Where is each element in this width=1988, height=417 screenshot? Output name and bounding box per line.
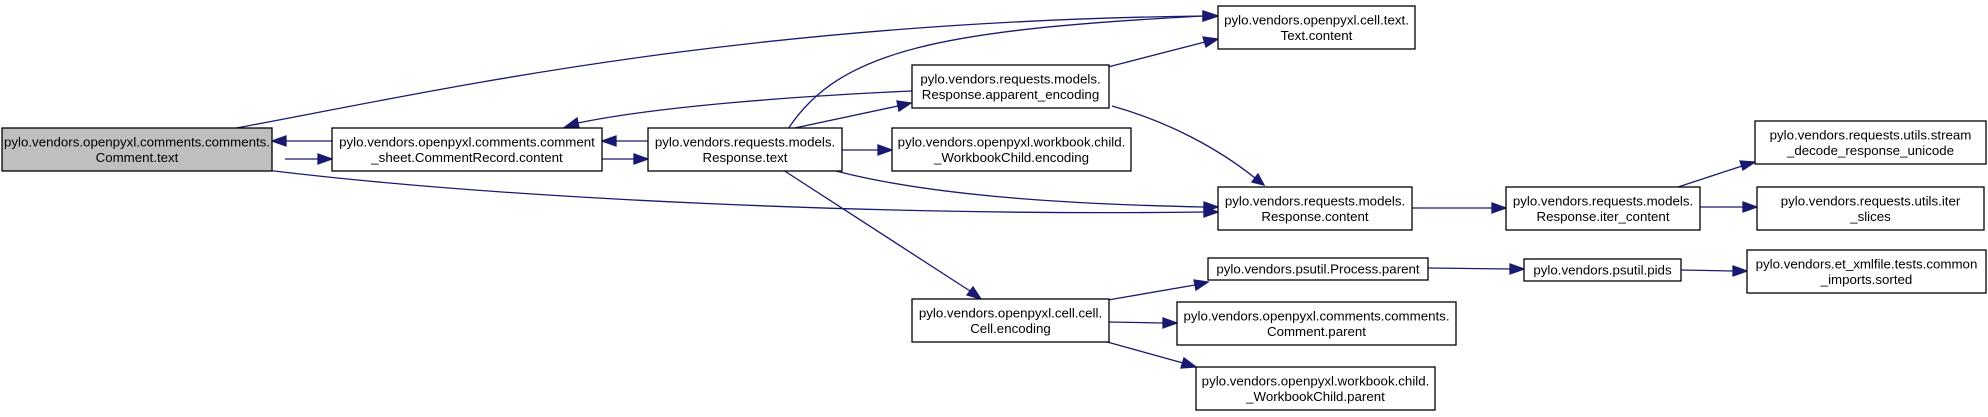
node-box <box>1217 5 1416 50</box>
node-label-line: Response.content <box>1261 209 1368 224</box>
node-label-line: Comment.parent <box>1267 324 1366 339</box>
node-box <box>1756 186 1985 231</box>
edge-response-text-to-response-content <box>824 167 1220 213</box>
node-iter-content[interactable]: pylo.vendors.requests.models.Response.it… <box>1505 186 1701 231</box>
node-layer: pylo.vendors.openpyxl.comments.comments.… <box>1 5 1987 411</box>
edge-response-text-to-text-content <box>787 10 1221 130</box>
node-label-line: pylo.vendors.openpyxl.cell.cell. <box>919 305 1102 320</box>
node-label-line: _WorkbookChild.parent <box>1245 389 1385 404</box>
node-label-line: Response.iter_content <box>1536 209 1669 224</box>
node-label-line: pylo.vendors.requests.models. <box>655 134 835 149</box>
node-label-line: _slices <box>1849 209 1891 224</box>
node-label-line: pylo.vendors.psutil.pids <box>1533 263 1672 278</box>
node-apparent-encoding[interactable]: pylo.vendors.requests.models.Response.ap… <box>911 64 1110 109</box>
edge-response-content-to-iter-content <box>1412 202 1508 214</box>
edge-cell-encoding-to-workbookchild-parent <box>1099 339 1198 369</box>
node-label-line: _decode_response_unicode <box>1786 143 1954 158</box>
node-box <box>1195 366 1436 411</box>
node-commentrecord-content[interactable]: pylo.vendors.openpyxl.comments.comment_s… <box>331 127 603 172</box>
node-label-line: pylo.vendors.openpyxl.comments.comments. <box>4 134 270 149</box>
node-box <box>1217 186 1413 231</box>
node-label-line: _sheet.CommentRecord.content <box>370 150 563 165</box>
node-label-line: _WorkbookChild.encoding <box>933 150 1089 165</box>
edge-psutil-pids-to-sorted <box>1680 265 1749 277</box>
node-box <box>1523 258 1682 282</box>
node-box <box>1746 249 1987 294</box>
node-box <box>647 127 843 172</box>
node-label-line: pylo.vendors.requests.utils.iter <box>1781 193 1961 208</box>
edge-process-parent-to-psutil-pids <box>1427 263 1526 275</box>
node-box <box>331 127 603 172</box>
node-response-text[interactable]: pylo.vendors.requests.models.Response.te… <box>647 127 843 172</box>
node-text-content[interactable]: pylo.vendors.openpyxl.cell.text.Text.con… <box>1217 5 1416 50</box>
node-label-line: pylo.vendors.openpyxl.workbook.child. <box>1202 373 1430 388</box>
node-stream-decode[interactable]: pylo.vendors.requests.utils.stream_decod… <box>1754 120 1987 165</box>
edge-comment-text-to-commentrecord <box>285 153 334 165</box>
node-label-line: Response.apparent_encoding <box>922 87 1099 102</box>
node-box <box>911 64 1110 109</box>
node-label-line: pylo.vendors.et_xmlfile.tests.common <box>1756 256 1978 271</box>
edge-commentrecord-to-response-text <box>602 153 650 165</box>
node-box <box>1176 301 1457 346</box>
node-psutil-pids[interactable]: pylo.vendors.psutil.pids <box>1523 258 1682 282</box>
node-label-line: pylo.vendors.requests.models. <box>1225 193 1405 208</box>
node-cell-encoding[interactable]: pylo.vendors.openpyxl.cell.cell.Cell.enc… <box>911 298 1110 343</box>
node-label-line: pylo.vendors.psutil.Process.parent <box>1216 262 1420 277</box>
node-label-line: Text.content <box>1281 28 1353 43</box>
node-label-line: Response.text <box>702 150 787 165</box>
node-label-line: Cell.encoding <box>970 321 1051 336</box>
node-process-parent[interactable]: pylo.vendors.psutil.Process.parent <box>1207 257 1429 281</box>
edge-response-text-to-commentrecord <box>600 135 648 147</box>
edge-comment-text-to-response-content <box>249 167 1220 218</box>
node-label-line: pylo.vendors.requests.models. <box>1513 193 1693 208</box>
edge-layer <box>219 10 1759 369</box>
node-label-line: pylo.vendors.requests.utils.stream <box>1770 127 1972 142</box>
node-box <box>1207 257 1429 281</box>
node-label-line: pylo.vendors.openpyxl.cell.text. <box>1224 12 1409 27</box>
edge-response-text-to-workbookchild-encoding <box>842 144 894 156</box>
node-box <box>1 127 273 172</box>
edge-apparent-encoding-to-response-content <box>1111 105 1266 186</box>
edge-cell-encoding-to-process-parent <box>1107 279 1210 301</box>
edge-iter-content-to-iter-slices <box>1699 201 1759 213</box>
edge-response-text-to-cell-encoding <box>779 167 983 301</box>
node-workbookchild-encoding[interactable]: pylo.vendors.openpyxl.workbook.child._Wo… <box>891 127 1132 172</box>
edge-commentrecord-to-comment-text <box>270 135 332 147</box>
edge-apparent-encoding-to-commentrecord <box>563 90 913 129</box>
node-box <box>1505 186 1701 231</box>
node-sorted[interactable]: pylo.vendors.et_xmlfile.tests.common_imp… <box>1746 249 1987 294</box>
edge-response-text-to-apparent-encoding <box>789 100 913 130</box>
node-label-line: pylo.vendors.openpyxl.workbook.child. <box>898 134 1126 149</box>
node-label-line: pylo.vendors.openpyxl.comments.comment <box>339 134 595 149</box>
node-box <box>1754 120 1987 165</box>
edge-apparent-encoding-to-text-content <box>1107 36 1220 68</box>
node-workbookchild-parent[interactable]: pylo.vendors.openpyxl.workbook.child._Wo… <box>1195 366 1436 411</box>
node-label-line: Comment.text <box>96 150 179 165</box>
edge-cell-encoding-to-comment-parent <box>1107 317 1179 329</box>
node-comment-text[interactable]: pylo.vendors.openpyxl.comments.comments.… <box>1 127 273 172</box>
node-label-line: pylo.vendors.openpyxl.comments.comments. <box>1183 308 1449 323</box>
node-iter-slices[interactable]: pylo.vendors.requests.utils.iter_slices <box>1756 186 1985 231</box>
node-box <box>891 127 1132 172</box>
node-response-content[interactable]: pylo.vendors.requests.models.Response.co… <box>1217 186 1413 231</box>
node-label-line: _imports.sorted <box>1820 272 1913 287</box>
node-comment-parent[interactable]: pylo.vendors.openpyxl.comments.comments.… <box>1176 301 1457 346</box>
node-box <box>911 298 1110 343</box>
edge-iter-content-to-stream-decode <box>1674 160 1757 189</box>
node-label-line: pylo.vendors.requests.models. <box>920 71 1100 86</box>
